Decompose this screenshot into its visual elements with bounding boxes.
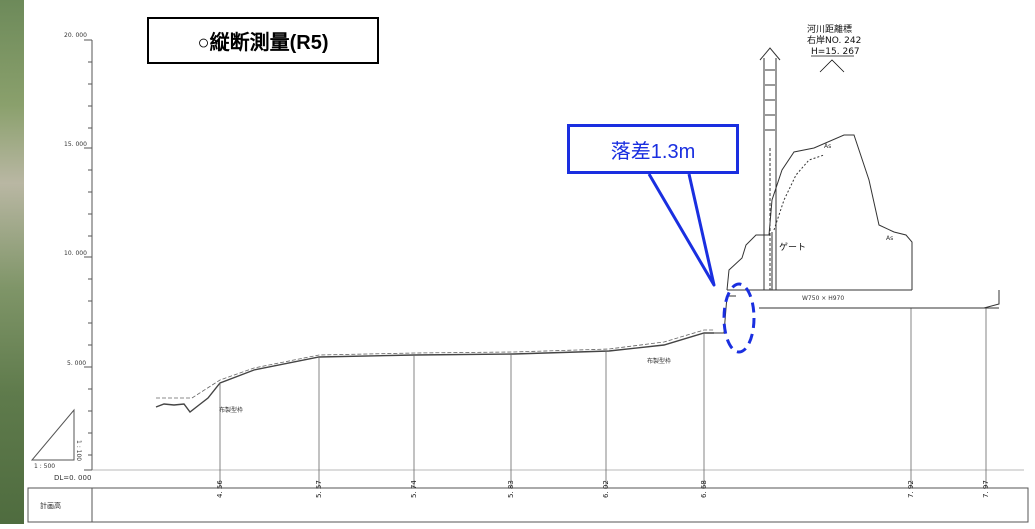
bottom-table: 計画高 4. 56 5. 57 5. 74 5. 83 6. 02 6. 68 … xyxy=(27,480,1029,523)
cloth-frame-label-2: 布製型枠 xyxy=(647,357,671,365)
svg-text:H=15. 267: H=15. 267 xyxy=(811,47,860,57)
datum-label: DL=0. 000 xyxy=(54,474,91,482)
table-value: 5. 83 xyxy=(507,480,515,498)
embankment xyxy=(726,134,1000,309)
profile-drawing: 20. 000 15. 000 10. 000 5. 000 DL=0. 000… xyxy=(24,0,1035,524)
ground-profile-line xyxy=(155,332,714,413)
design-profile-line xyxy=(156,329,714,399)
gate-label: ゲート xyxy=(779,241,806,253)
table-value: 6. 02 xyxy=(602,480,610,498)
svg-text:1 : 500: 1 : 500 xyxy=(34,463,55,470)
callout-text: 落差1.3m xyxy=(610,140,696,163)
table-value: 4. 56 xyxy=(216,480,224,498)
y-tick-15: 15. 000 xyxy=(64,141,87,148)
cloth-frame-label-1: 布製型枠 xyxy=(219,406,243,414)
y-tick-5: 5. 000 xyxy=(67,360,86,367)
table-row-label: 計画高 xyxy=(40,501,61,510)
svg-text:河川距離標: 河川距離標 xyxy=(807,23,852,35)
table-value: 7. 97 xyxy=(982,480,990,498)
asphalt-label-2: As xyxy=(886,235,893,242)
culvert-label: W750 × H970 xyxy=(802,295,844,302)
table-value: 5. 74 xyxy=(410,480,418,498)
profile-svg: 20. 000 15. 000 10. 000 5. 000 DL=0. 000… xyxy=(27,23,1029,523)
y-axis-ticks xyxy=(84,39,92,471)
page-title: ○縦断測量(R5) xyxy=(197,32,329,54)
y-tick-10: 10. 000 xyxy=(64,250,87,257)
svg-text:1 : 100: 1 : 100 xyxy=(75,440,82,461)
table-value: 6. 68 xyxy=(700,480,708,498)
drop-highlight-ellipse xyxy=(722,282,756,354)
gate-structure xyxy=(759,47,781,290)
callout-box: 落差1.3m xyxy=(567,124,739,174)
title-box: ○縦断測量(R5) xyxy=(147,17,379,64)
callout-pointer xyxy=(647,173,716,287)
station-lines xyxy=(219,308,987,488)
svg-text:右岸NO. 242: 右岸NO. 242 xyxy=(807,34,861,46)
aerial-photo-strip xyxy=(0,0,24,524)
asphalt-label-1: As xyxy=(824,143,831,150)
table-value: 5. 57 xyxy=(315,480,323,498)
y-tick-20: 20. 000 xyxy=(64,32,87,39)
table-value: 7. 92 xyxy=(907,480,915,498)
scale-triangle: 1 : 500 1 : 100 xyxy=(30,408,82,470)
river-distance-marker: 河川距離標 右岸NO. 242 H=15. 267 xyxy=(807,23,861,73)
